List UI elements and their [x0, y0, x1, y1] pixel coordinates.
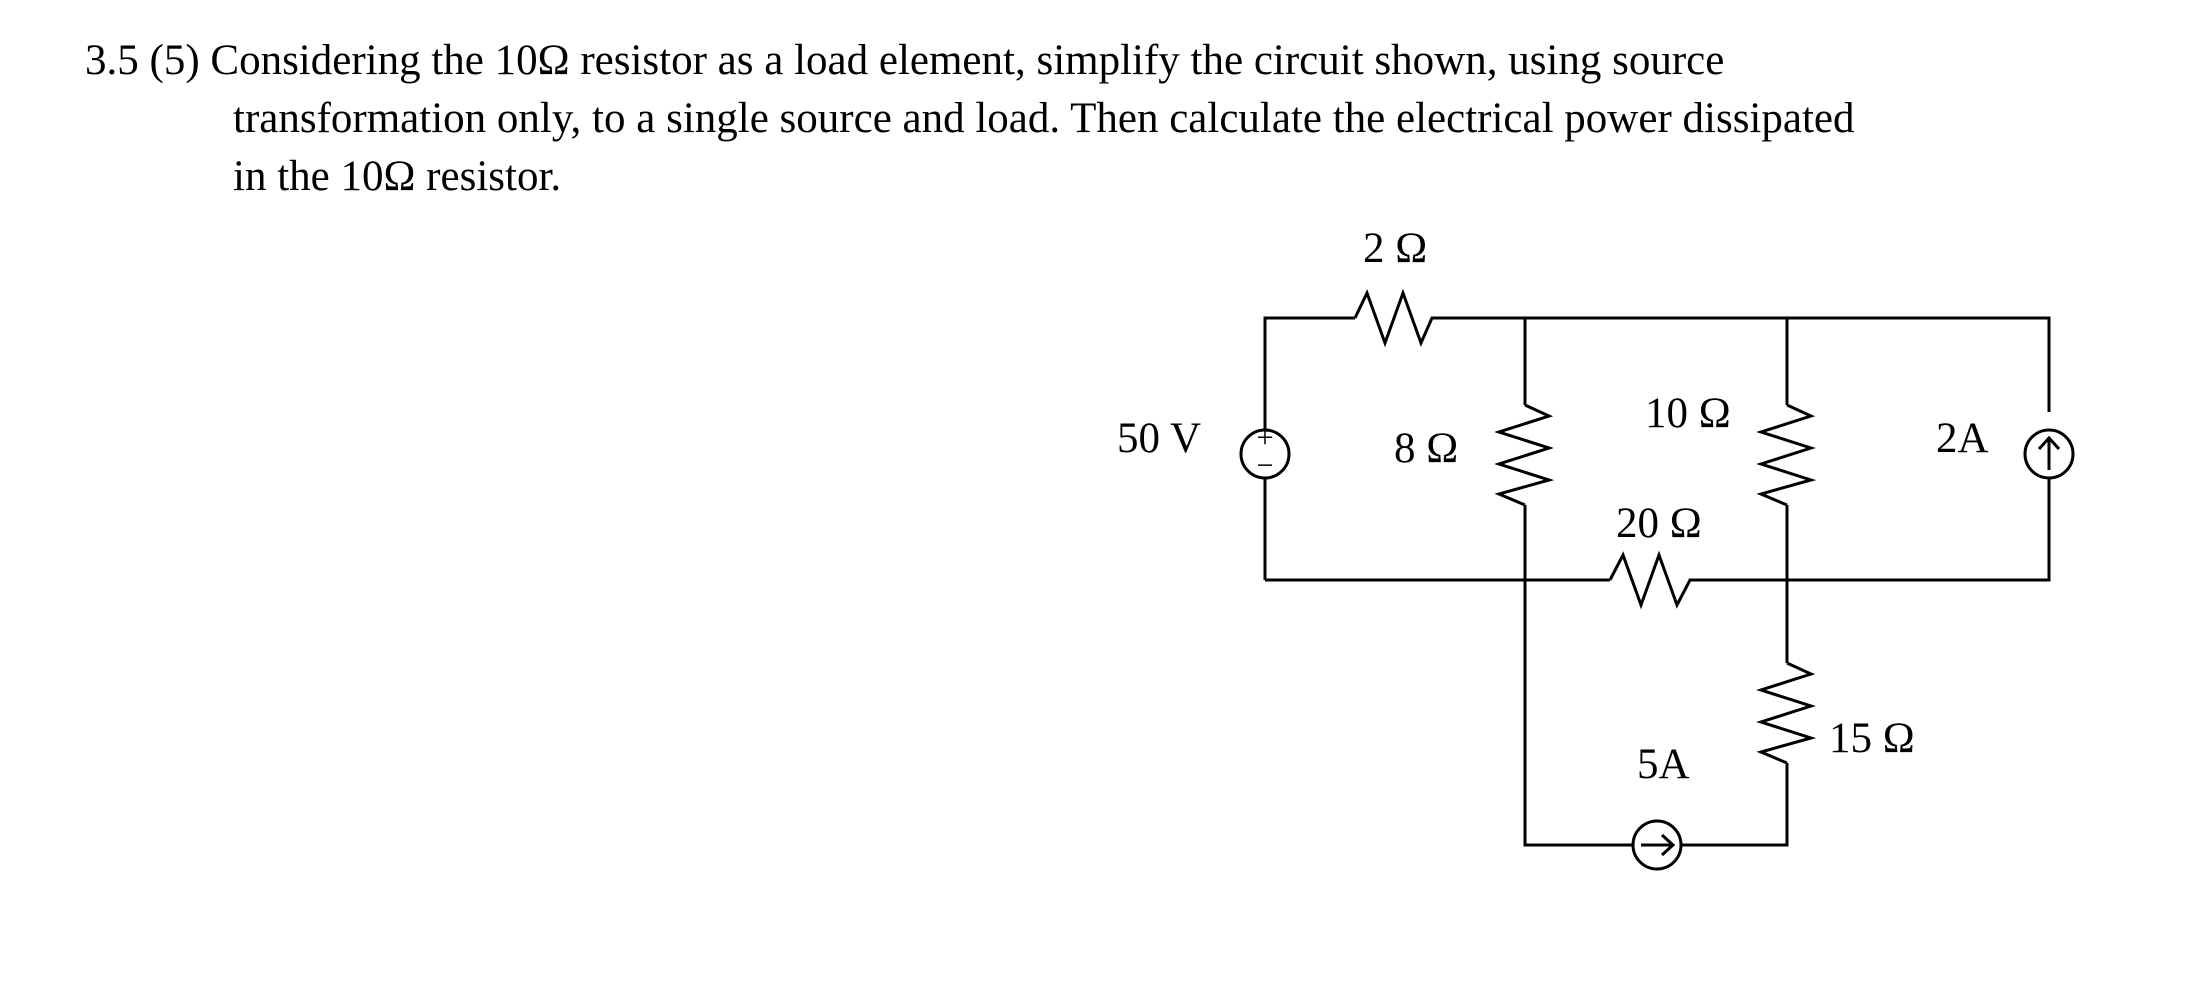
wire-15ohm-bottom: [1681, 763, 1789, 847]
problem-number: 3.5 (5): [85, 37, 200, 84]
label-15ohm: 15 Ω: [1829, 715, 1915, 762]
label-2ohm: 2 Ω: [1363, 225, 1427, 272]
resistor-15ohm: [1756, 661, 1817, 765]
label-50v: 50 V: [1117, 415, 1201, 462]
arrow-up-icon: [2037, 435, 2061, 470]
label-8ohm: 8 Ω: [1394, 425, 1458, 472]
current-source-5a: [1631, 819, 1683, 871]
problem-line-2: transformation only, to a single source …: [233, 95, 1855, 142]
wire-8ohm-bottom: [1523, 505, 1633, 847]
label-5a: 5A: [1637, 741, 1690, 788]
minus-sign: −: [1257, 449, 1274, 482]
problem-text-1: Considering the 10Ω resistor as a load e…: [210, 37, 1725, 84]
circuit-wires: [1263, 316, 2051, 847]
label-10ohm: 10 Ω: [1645, 390, 1731, 437]
problem-line-1: 3.5 (5) Considering the 10Ω resistor as …: [85, 32, 2165, 90]
resistor-8ohm: [1494, 403, 1555, 507]
resistor-2ohm: [1353, 288, 1444, 348]
wire-bottom-right: [1703, 478, 2051, 582]
problem-line-3: in the 10Ω resistor.: [233, 153, 562, 200]
wire-top-mid: [1444, 316, 2051, 412]
plus-sign: +: [1257, 421, 1274, 454]
voltage-source-50v: + −: [1239, 421, 1291, 482]
arrow-right-icon: [1641, 833, 1676, 857]
label-20ohm: 20 Ω: [1616, 500, 1702, 547]
resistor-20ohm: [1608, 550, 1703, 610]
resistor-10ohm: [1756, 403, 1817, 507]
label-2a: 2A: [1936, 415, 1989, 462]
wire-top-left: [1263, 316, 1355, 430]
current-source-2a: [2023, 428, 2075, 480]
problem-statement: 3.5 (5) Considering the 10Ω resistor as …: [85, 32, 2165, 206]
